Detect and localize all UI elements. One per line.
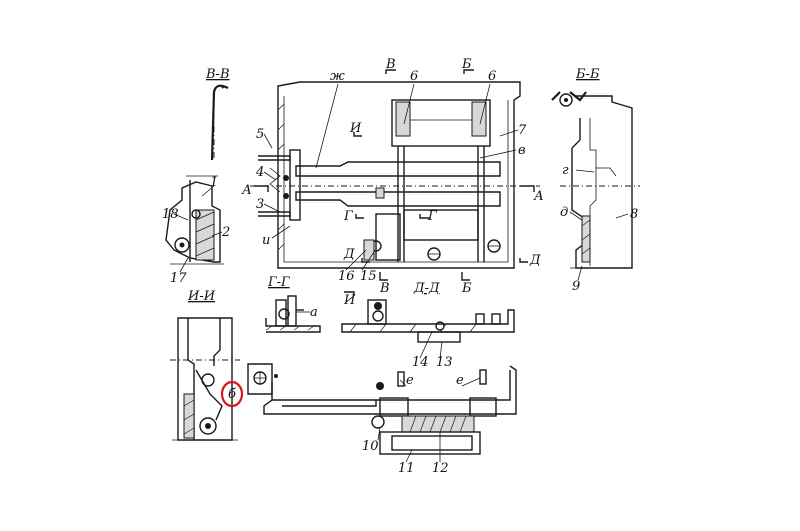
- cut-letter-a-left: А: [241, 183, 252, 198]
- cut-letter-v-bottom: В: [379, 281, 390, 296]
- left-bracket-assembly: [165, 175, 224, 265]
- part-number-6-right: 6: [488, 69, 496, 84]
- part-number-4: 4: [255, 165, 264, 180]
- part-number-5: 5: [256, 127, 264, 142]
- detail-letter-e-left: е: [406, 373, 414, 388]
- part-number-15: 15: [360, 269, 377, 284]
- detail-letter-g: г: [562, 163, 569, 178]
- cut-letter-b-bottom: Б: [461, 281, 472, 296]
- highlight-circle: [220, 380, 244, 408]
- section-ii-view: [170, 317, 240, 441]
- part-number-6-left: 6: [410, 69, 418, 84]
- cut-letter-b-top: Б: [461, 57, 472, 72]
- section-dd-view: [341, 299, 515, 343]
- section-gg-view: [265, 295, 321, 333]
- section-title-gg: Г-Г: [267, 275, 290, 290]
- part-number-12: 12: [432, 461, 449, 476]
- detail-letter-i: и: [262, 233, 270, 248]
- part-number-11: 11: [398, 461, 415, 476]
- detail-letter-d: д: [560, 205, 568, 220]
- part-number-17: 17: [170, 271, 187, 286]
- detail-letter-a: а: [310, 305, 318, 320]
- section-title-ii: И-И: [187, 289, 216, 304]
- part-number-3: 3: [256, 197, 264, 212]
- section-title-dd: Д-Д: [413, 281, 440, 296]
- cut-letter-g-right: Г: [427, 209, 437, 224]
- cut-letter-i-top: И: [349, 121, 362, 136]
- part-number-8: 8: [630, 207, 638, 222]
- part-number-7: 7: [518, 123, 527, 138]
- cut-letter-d-left: Д: [343, 247, 355, 262]
- detail-letter-e-right: е: [456, 373, 464, 388]
- highlighted-label: б: [228, 387, 236, 402]
- part-number-16: 16: [338, 269, 355, 284]
- detail-letter-zh: ж: [330, 69, 345, 84]
- main-frame-view: [250, 69, 540, 296]
- part-number-14: 14: [412, 355, 429, 370]
- cut-letter-v-top: В: [385, 57, 396, 72]
- section-vv-view: [210, 84, 229, 161]
- cut-letter-i-bottom: И: [343, 293, 356, 308]
- part-number-18: 18: [162, 207, 179, 222]
- part-number-2: 2: [221, 225, 230, 240]
- bottom-plan-view: [247, 363, 517, 455]
- leader-lines: [173, 83, 629, 463]
- cut-letter-g-left: Г: [343, 209, 353, 224]
- part-number-13: 13: [436, 355, 453, 370]
- part-number-9: 9: [572, 279, 580, 294]
- detail-letter-v: в: [518, 143, 526, 158]
- part-number-1: 1: [210, 175, 218, 190]
- section-title-bb: Б-Б: [575, 67, 600, 82]
- section-bb-view: [551, 91, 640, 269]
- cut-letter-d-right: Д: [529, 253, 541, 268]
- part-number-10: 10: [362, 439, 379, 454]
- section-title-vv: В-В: [205, 67, 230, 82]
- labels: В-В Б-Б Г-Г Д-Д И-И В Б И А А Г Г Д Д И …: [162, 57, 638, 476]
- cut-letter-a-right: А: [533, 189, 544, 204]
